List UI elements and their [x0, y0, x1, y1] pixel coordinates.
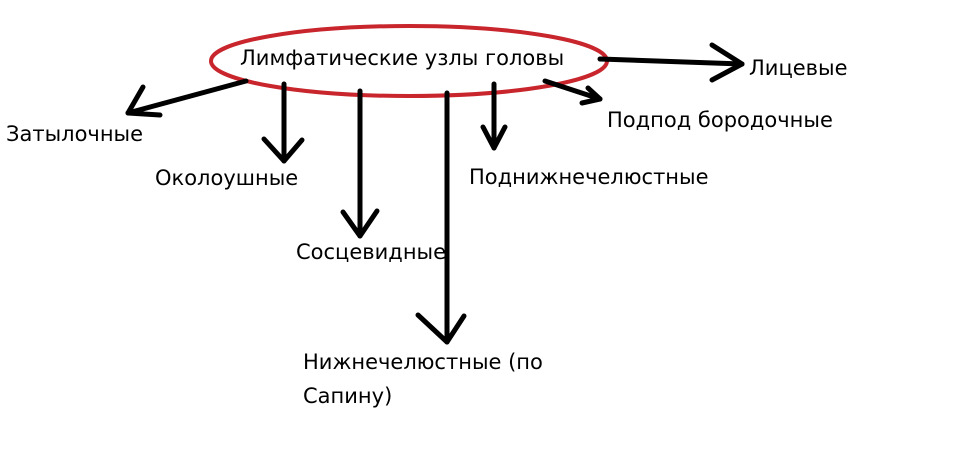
- node-label-submental: Подпод бородочные: [607, 108, 833, 132]
- arrow-to-face: [597, 42, 745, 83]
- node-label-mandibular: Нижнечелюстные (по Сапину): [303, 350, 543, 408]
- arrow-to-parotid: [261, 81, 305, 164]
- node-label-mastoid: Сосцевидные: [296, 240, 447, 264]
- node-label-parotid: Околоушные: [155, 166, 299, 190]
- arrow-to-mastoid: [340, 88, 380, 239]
- arrow-to-occipital: [125, 78, 249, 118]
- node-label-occipital: Затылочные: [6, 122, 144, 146]
- arrow-to-mandibular: [415, 90, 467, 345]
- node-label-submandibular: Поднижнечелюстные: [469, 165, 709, 189]
- node-label-face: Лицевые: [749, 56, 848, 80]
- arrow-to-submental: [542, 78, 603, 106]
- diagram-title: Лимфатические узлы головы: [240, 46, 565, 70]
- arrow-to-submandibular: [480, 81, 508, 151]
